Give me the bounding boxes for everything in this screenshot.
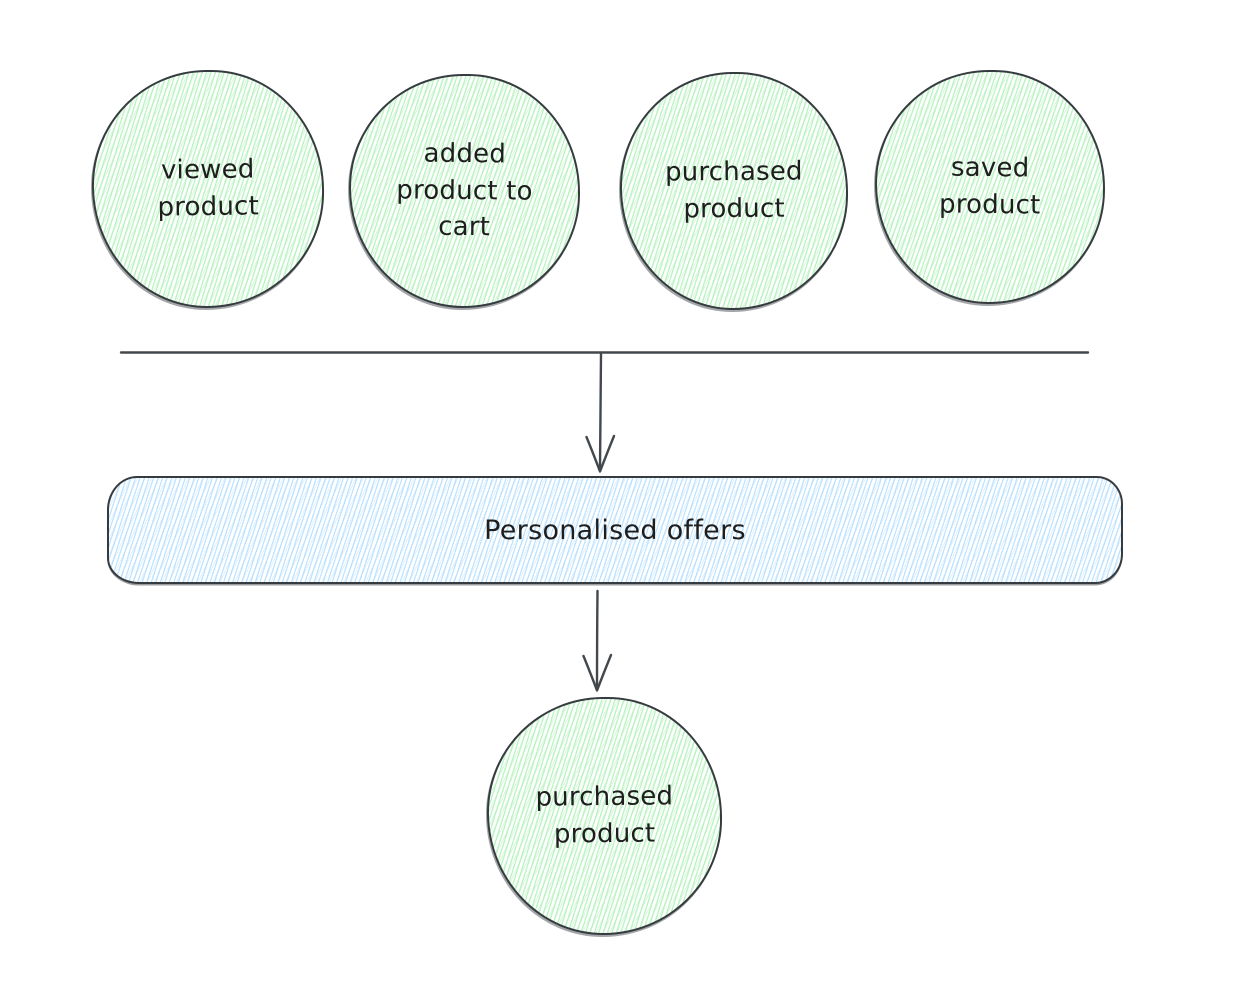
node-outcome-purchased-product-label: purchased product xyxy=(535,781,674,850)
arrow-down-to-outcome xyxy=(582,589,613,692)
node-saved-product: saved product xyxy=(873,68,1107,306)
node-personalised-offers-label: Personalised offers xyxy=(484,514,746,546)
node-purchased-product: purchased product xyxy=(619,71,849,311)
node-added-product-to-cart-label: added product to cart xyxy=(396,138,533,243)
node-outcome-purchased-product: purchased product xyxy=(485,695,724,937)
node-saved-product-label: saved product xyxy=(938,152,1041,221)
merge-line xyxy=(119,351,1090,355)
node-viewed-product-label: viewed product xyxy=(157,154,260,223)
arrow-down-to-offers xyxy=(585,352,616,473)
node-personalised-offers: Personalised offers xyxy=(107,476,1123,584)
node-added-product-to-cart: added product to cart xyxy=(347,72,582,310)
node-viewed-product: viewed product xyxy=(90,68,326,310)
node-purchased-product-label: purchased product xyxy=(664,156,803,225)
